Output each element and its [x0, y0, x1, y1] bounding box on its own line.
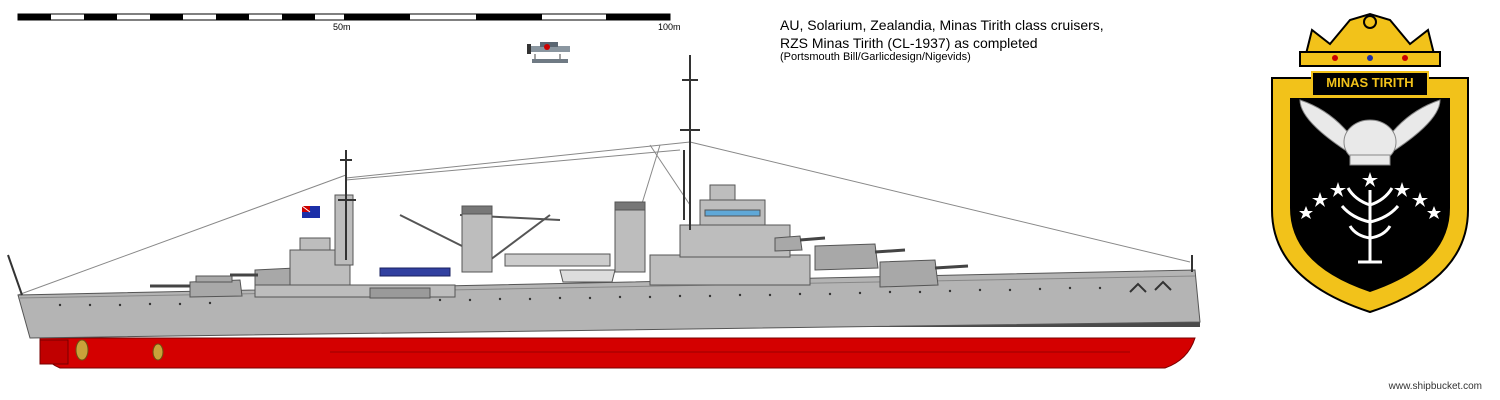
portholes	[58, 286, 1102, 307]
watermark: www.shipbucket.com	[1388, 381, 1482, 392]
drawing-title: AU, Solarium, Zealandia, Minas Tirith cl…	[780, 16, 1104, 52]
title-line-2: RZS Minas Tirith (CL-1937) as completed	[780, 35, 1038, 51]
underwater-hull	[39, 337, 1196, 369]
rigging	[17, 141, 1191, 296]
credit-line: (Portsmouth Bill/Garlicdesign/Nigevids)	[780, 51, 971, 63]
title-line-1: AU, Solarium, Zealandia, Minas Tirith cl…	[780, 17, 1104, 33]
boats	[379, 253, 616, 283]
aft-superstructure	[254, 194, 456, 299]
funnels	[461, 201, 646, 273]
forward-turrets	[774, 235, 969, 288]
bridge	[649, 184, 811, 286]
scale-label-end: 100m	[658, 22, 681, 32]
foremast	[680, 55, 700, 230]
anchors	[1129, 280, 1172, 293]
scale-bar	[17, 13, 671, 21]
badge-name: MINAS TIRITH	[1326, 75, 1414, 90]
flagstaff	[7, 254, 23, 296]
ensign-flag	[301, 205, 320, 218]
foremast-aft	[338, 150, 356, 260]
scale-label-mid: 50m	[333, 22, 351, 32]
aft-turrets	[150, 267, 298, 298]
floatplane	[527, 42, 570, 63]
propellers	[39, 339, 164, 365]
